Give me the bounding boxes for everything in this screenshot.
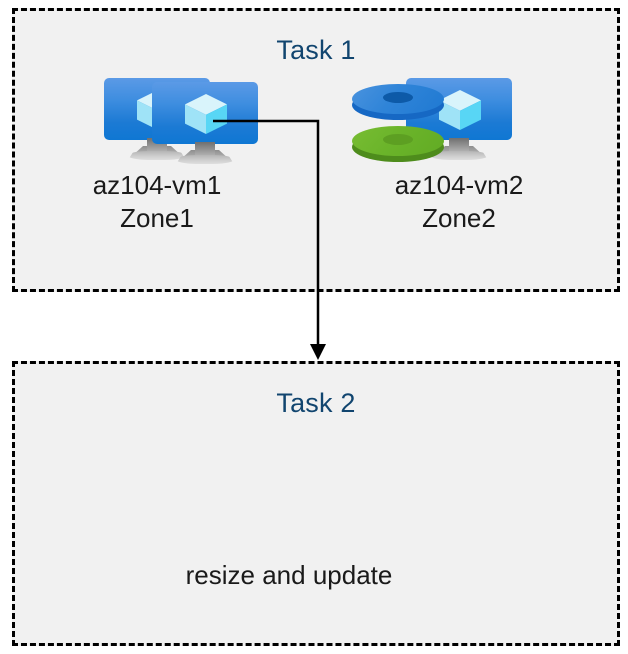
arrow-head: [310, 344, 326, 360]
monitor-neck: [449, 138, 469, 153]
monitor-base: [128, 151, 186, 160]
monitor-base: [176, 155, 234, 164]
monitor-screen: [152, 82, 258, 144]
monitor-base: [430, 151, 488, 160]
node-label-az104-vm2: az104-vm2 Zone2: [394, 170, 524, 233]
node-task2-managed-disk: [300, 84, 500, 168]
task-1-title: Task 1: [276, 35, 356, 65]
cube-glyph: [439, 90, 481, 130]
task-2-title: Task 2: [276, 388, 356, 418]
disk-blue-hole: [383, 92, 413, 103]
managed-disk-icon: [352, 84, 448, 168]
node-task2-virtual-machine: [105, 82, 305, 164]
cube-glyph: [185, 94, 227, 134]
task-2-container: Task 2: [12, 361, 620, 646]
disk-green-hole: [383, 134, 413, 145]
disk-green: [352, 126, 444, 162]
task-2-caption-wrap: resize and update: [114, 550, 464, 592]
virtual-machine-icon: [152, 82, 258, 164]
node-label-az104-vm1: az104-vm1 Zone1: [92, 170, 222, 233]
task-2-caption: resize and update: [185, 560, 393, 590]
disk-blue: [352, 84, 444, 120]
monitor-neck: [195, 142, 215, 157]
